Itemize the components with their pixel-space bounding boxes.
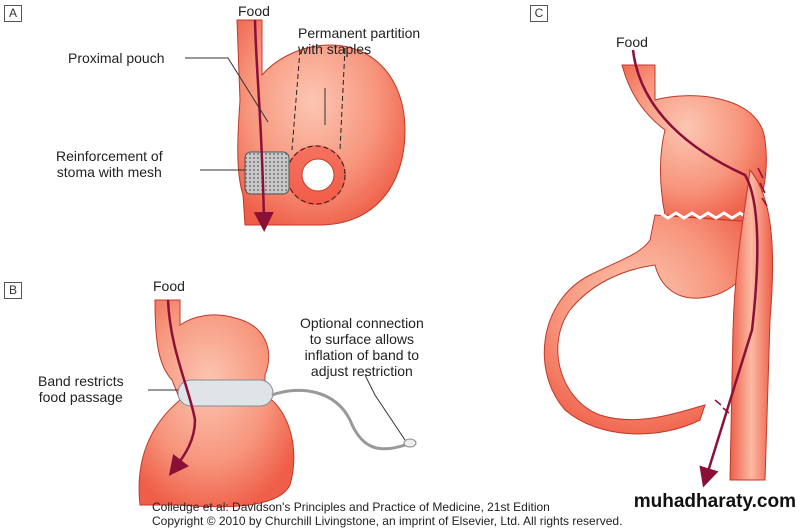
food-label-b: Food (153, 278, 185, 294)
proximal-pouch-label: Proximal pouch (68, 50, 165, 66)
food-label-c: Food (616, 34, 648, 50)
food-arrow-a (253, 19, 274, 232)
food-arrow-c (631, 49, 759, 488)
panel-a-stomach (185, 19, 406, 232)
band-label: Band restricts food passage (38, 373, 124, 405)
connection-label: Optional connection to surface allows in… (300, 315, 424, 379)
port (403, 438, 417, 448)
band-tube (271, 388, 406, 451)
panel-b-label: B (4, 282, 22, 299)
reinforcement-label: Reinforcement of stoma with mesh (56, 148, 163, 180)
panel-b-stomach (138, 299, 417, 508)
food-label-a: Food (238, 3, 270, 19)
panel-c-bypass (543, 49, 774, 488)
caption-line-1: Colledge et al: Davidson's Principles an… (152, 500, 550, 514)
partition-label: Permanent partition with staples (298, 25, 421, 57)
caption-line-2: Copyright © 2010 by Churchill Livingston… (152, 514, 623, 528)
panel-c-label: C (530, 5, 548, 22)
mesh-band (244, 151, 290, 195)
watermark: muhadharaty.com (633, 491, 796, 512)
gastric-band (177, 379, 274, 407)
staple-line (291, 47, 346, 151)
panel-a-label: A (4, 5, 22, 22)
food-arrow-b (166, 299, 197, 476)
stoma (301, 158, 335, 192)
